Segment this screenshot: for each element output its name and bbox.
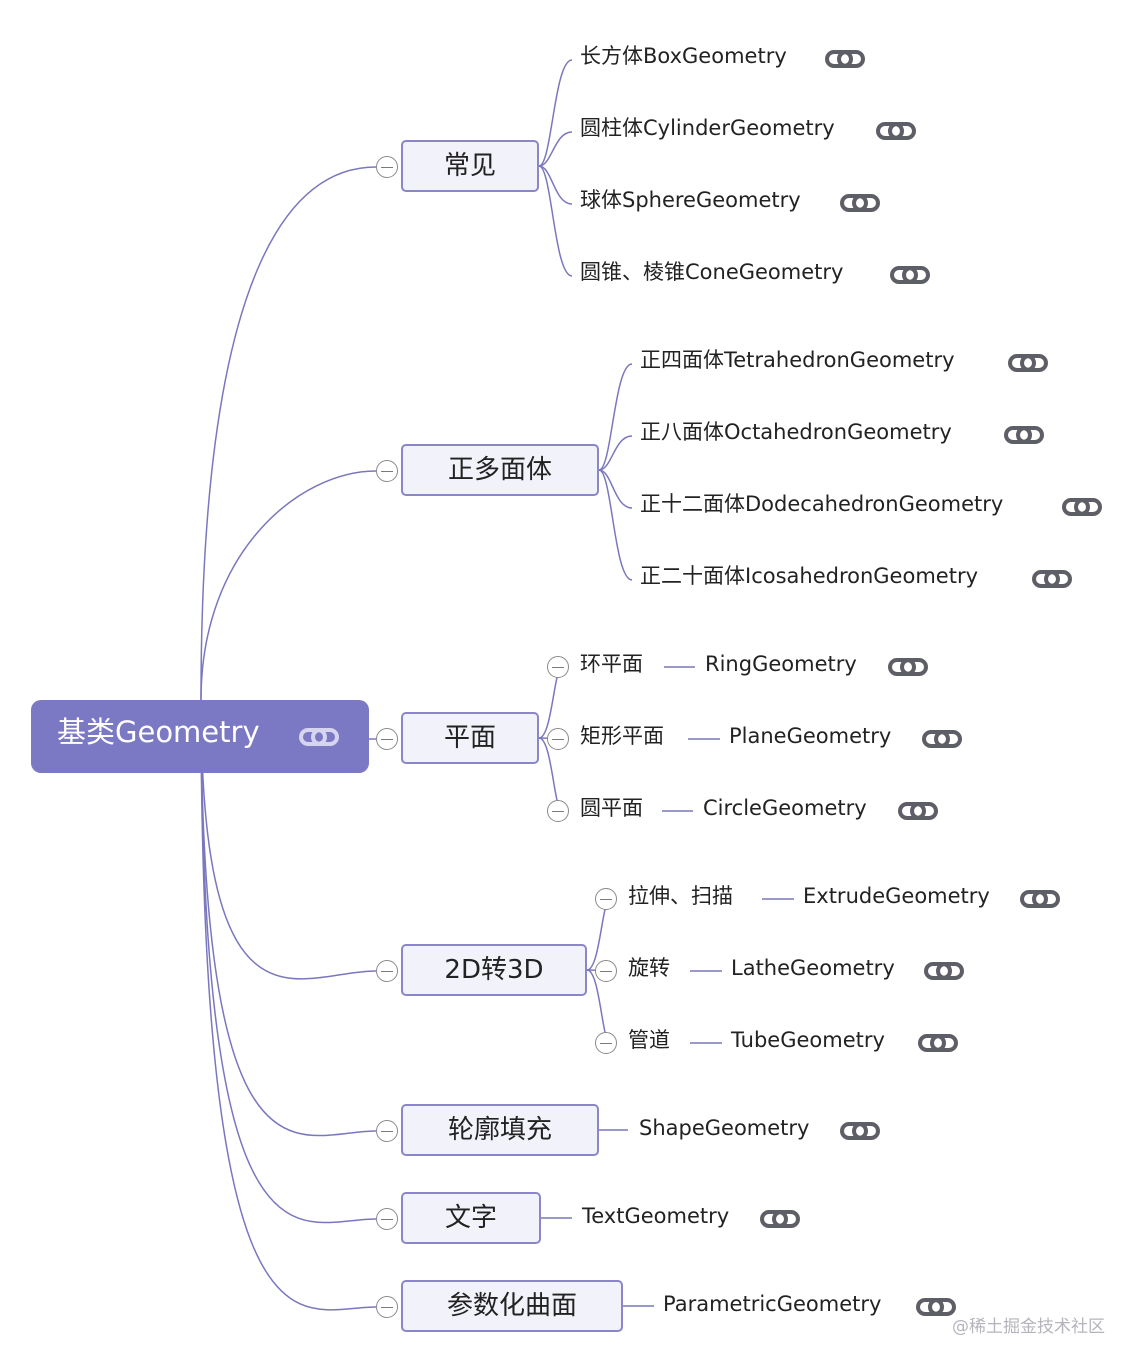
collapse-minus-icon[interactable] bbox=[595, 960, 617, 982]
leaf-node[interactable]: 正四面体TetrahedronGeometry bbox=[640, 348, 955, 372]
connector-line bbox=[200, 699, 377, 1224]
sub-node[interactable]: 管道 bbox=[628, 1028, 670, 1052]
link-icon[interactable] bbox=[897, 800, 939, 822]
link-icon[interactable] bbox=[917, 1032, 959, 1054]
link-icon[interactable] bbox=[298, 726, 340, 748]
leaf-node[interactable]: CircleGeometry bbox=[703, 796, 867, 820]
leaf-node[interactable]: 长方体BoxGeometry bbox=[580, 44, 787, 68]
sub-node[interactable]: 矩形平面 bbox=[580, 724, 664, 748]
leaf-node[interactable]: 正二十面体IcosahedronGeometry bbox=[640, 564, 978, 588]
sub-node[interactable]: 圆平面 bbox=[580, 796, 643, 820]
link-icon[interactable] bbox=[839, 192, 881, 214]
collapse-minus-icon[interactable] bbox=[376, 960, 398, 982]
collapse-minus-icon[interactable] bbox=[376, 460, 398, 482]
leaf-node[interactable]: TextGeometry bbox=[582, 1204, 730, 1228]
leaf-node[interactable]: TubeGeometry bbox=[731, 1028, 885, 1052]
connector-line bbox=[598, 469, 633, 581]
collapse-minus-icon[interactable] bbox=[376, 728, 398, 750]
collapse-minus-icon[interactable] bbox=[376, 1296, 398, 1318]
branch-node[interactable]: 文字 bbox=[401, 1192, 541, 1244]
leaf-node[interactable]: 正八面体OctahedronGeometry bbox=[640, 420, 952, 444]
connector-line bbox=[200, 166, 377, 701]
leaf-node[interactable]: 圆锥、棱锥ConeGeometry bbox=[580, 260, 844, 284]
connector-line bbox=[598, 363, 633, 471]
sub-node[interactable]: 环平面 bbox=[580, 652, 643, 676]
link-icon[interactable] bbox=[887, 656, 929, 678]
leaf-node[interactable]: ParametricGeometry bbox=[663, 1292, 882, 1316]
connector-line bbox=[538, 165, 573, 205]
link-icon[interactable] bbox=[1019, 888, 1061, 910]
leaf-node[interactable]: 正十二面体DodecahedronGeometry bbox=[640, 492, 1004, 516]
sub-node[interactable]: 拉伸、扫描 bbox=[628, 884, 733, 908]
leaf-node[interactable]: ShapeGeometry bbox=[639, 1116, 810, 1140]
link-icon[interactable] bbox=[889, 264, 931, 286]
link-icon[interactable] bbox=[1007, 352, 1049, 374]
collapse-minus-icon[interactable] bbox=[376, 1120, 398, 1142]
link-icon[interactable] bbox=[923, 960, 965, 982]
branch-node[interactable]: 轮廓填充 bbox=[401, 1104, 599, 1156]
collapse-minus-icon[interactable] bbox=[547, 800, 569, 822]
collapse-minus-icon[interactable] bbox=[547, 656, 569, 678]
link-icon[interactable] bbox=[921, 728, 963, 750]
link-icon[interactable] bbox=[1061, 496, 1103, 518]
connector-line bbox=[598, 435, 633, 471]
connector-line bbox=[200, 699, 377, 1311]
connector-line bbox=[200, 699, 377, 980]
collapse-minus-icon[interactable] bbox=[376, 1208, 398, 1230]
connector-line bbox=[200, 699, 377, 1137]
link-icon[interactable] bbox=[1003, 424, 1045, 446]
link-icon[interactable] bbox=[875, 120, 917, 142]
root-node-label: 基类Geometry bbox=[57, 715, 260, 749]
link-icon[interactable] bbox=[915, 1296, 957, 1318]
watermark: @稀土掘金技术社区 bbox=[952, 1317, 1105, 1337]
leaf-node[interactable]: RingGeometry bbox=[705, 652, 857, 676]
collapse-minus-icon[interactable] bbox=[595, 1032, 617, 1054]
leaf-node[interactable]: ExtrudeGeometry bbox=[803, 884, 990, 908]
connector-line bbox=[538, 165, 573, 277]
link-icon[interactable] bbox=[839, 1120, 881, 1142]
branch-node[interactable]: 平面 bbox=[401, 712, 539, 764]
link-icon[interactable] bbox=[1031, 568, 1073, 590]
branch-node[interactable]: 2D转3D bbox=[401, 944, 587, 996]
leaf-node[interactable]: PlaneGeometry bbox=[729, 724, 892, 748]
collapse-minus-icon[interactable] bbox=[547, 728, 569, 750]
collapse-minus-icon[interactable] bbox=[595, 888, 617, 910]
leaf-node[interactable]: 球体SphereGeometry bbox=[580, 188, 801, 212]
connector-line bbox=[538, 59, 573, 167]
branch-node[interactable]: 正多面体 bbox=[401, 444, 599, 496]
connector-line bbox=[200, 470, 377, 701]
leaf-node[interactable]: 圆柱体CylinderGeometry bbox=[580, 116, 835, 140]
link-icon[interactable] bbox=[759, 1208, 801, 1230]
link-icon[interactable] bbox=[824, 48, 866, 70]
connector-line bbox=[598, 469, 633, 509]
branch-node[interactable]: 参数化曲面 bbox=[401, 1280, 623, 1332]
connector-line bbox=[538, 131, 573, 167]
branch-node[interactable]: 常见 bbox=[401, 140, 539, 192]
leaf-node[interactable]: LatheGeometry bbox=[731, 956, 895, 980]
sub-node[interactable]: 旋转 bbox=[628, 956, 670, 980]
collapse-minus-icon[interactable] bbox=[376, 156, 398, 178]
